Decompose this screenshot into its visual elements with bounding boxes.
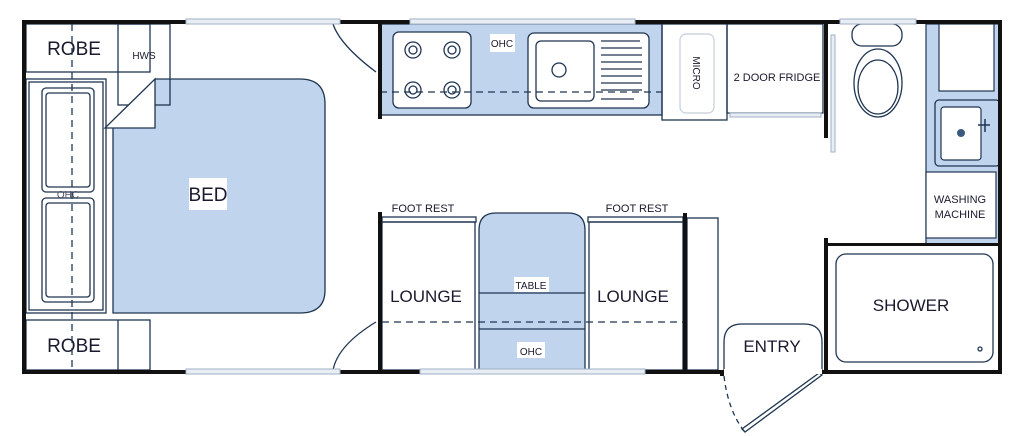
fridge-label: 2 DOOR FRIDGE bbox=[734, 72, 821, 84]
side-ohc-area bbox=[25, 78, 107, 314]
cooktop bbox=[392, 31, 472, 109]
window[interactable] bbox=[185, 368, 341, 375]
shower-drain-icon bbox=[977, 346, 983, 352]
bed-label: BED bbox=[188, 185, 227, 206]
fridge bbox=[726, 23, 824, 114]
door-swing-arc bbox=[723, 375, 745, 432]
door-opening[interactable] bbox=[724, 369, 822, 374]
pillow bbox=[45, 92, 91, 188]
entry-door[interactable] bbox=[741, 372, 824, 433]
sink bbox=[527, 32, 650, 109]
corner-step bbox=[103, 77, 156, 129]
kitchen: OHC MICRO 2 DOOR FRIDGE bbox=[379, 23, 824, 121]
burner-icon bbox=[404, 41, 461, 99]
bed-label-bg bbox=[189, 178, 227, 210]
micro-label: MICRO bbox=[690, 56, 701, 90]
entry-step bbox=[723, 323, 823, 373]
toilet-cistern bbox=[851, 23, 903, 47]
pillow bbox=[45, 202, 91, 298]
door-swing bbox=[332, 321, 377, 371]
entry-label: ENTRY bbox=[743, 337, 800, 356]
window[interactable] bbox=[185, 18, 341, 25]
tap-icon bbox=[978, 119, 990, 132]
side-ohc-inner bbox=[28, 81, 104, 311]
shower-tray bbox=[835, 253, 994, 363]
washing-label: WASHING bbox=[934, 194, 986, 206]
toilet-seat bbox=[857, 59, 899, 115]
door-swing bbox=[332, 23, 377, 73]
cabinet bbox=[938, 23, 995, 92]
toilet-bowl bbox=[853, 48, 903, 118]
lounge-left-label: LOUNGE bbox=[390, 287, 462, 306]
drain-icon bbox=[957, 129, 965, 137]
foot-rest-left-label: FOOT REST bbox=[392, 203, 455, 215]
entry: ENTRY bbox=[723, 323, 824, 433]
drainer bbox=[601, 40, 642, 100]
bathroom: WASHING MACHINE SHOWER bbox=[826, 23, 1002, 363]
table-label: TABLE bbox=[516, 281, 547, 292]
windows[interactable] bbox=[185, 18, 917, 375]
dinette: FOOT REST FOOT REST TABLE OHC LOUNGE LOU… bbox=[381, 203, 719, 371]
foot-rest-right bbox=[587, 216, 684, 223]
drain-icon bbox=[551, 62, 567, 78]
bedroom: OHC BED ROBE HWS ROBE bbox=[25, 23, 377, 371]
microwave bbox=[679, 33, 715, 114]
washing-label: MACHINE bbox=[935, 209, 986, 221]
foot-rest-left bbox=[381, 216, 477, 223]
window[interactable] bbox=[409, 18, 636, 25]
fridge-door bbox=[729, 112, 822, 118]
ohc-dinette-label: OHC bbox=[520, 347, 542, 358]
ohc-bedroom-label: OHC bbox=[57, 190, 79, 201]
side-cabinet bbox=[686, 217, 719, 371]
sink-bowl bbox=[535, 40, 595, 102]
robe-bottom-label: ROBE bbox=[47, 336, 101, 357]
pillow bbox=[41, 87, 95, 193]
robe-top-label: ROBE bbox=[47, 39, 101, 60]
window[interactable] bbox=[419, 368, 646, 375]
shower-label: SHOWER bbox=[873, 296, 950, 315]
foot-rest-right-label: FOOT REST bbox=[606, 203, 669, 215]
bathroom-door bbox=[830, 34, 836, 153]
hws-label: HWS bbox=[132, 51, 156, 62]
ohc-kitchen-label: OHC bbox=[491, 39, 513, 50]
lounge-right-label: LOUNGE bbox=[597, 287, 669, 306]
pillow bbox=[41, 197, 95, 303]
washing-machine bbox=[925, 171, 997, 239]
window[interactable] bbox=[839, 18, 917, 25]
